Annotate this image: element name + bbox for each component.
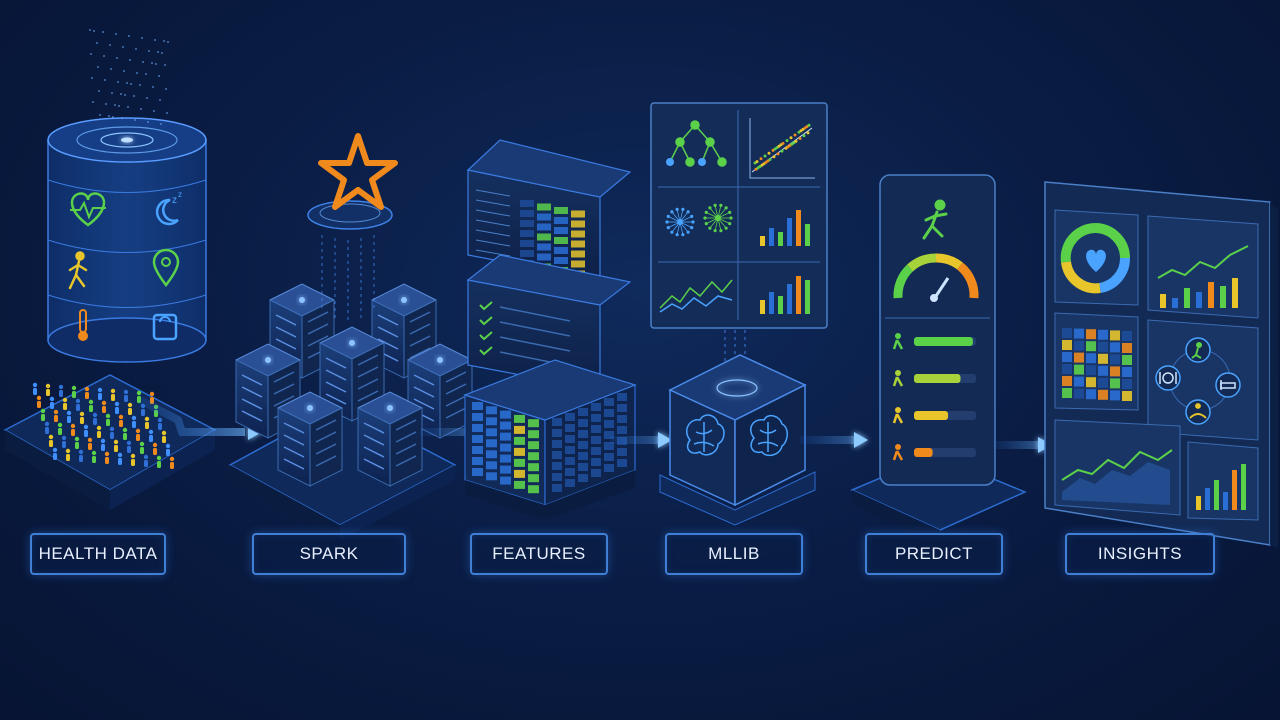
svg-text:z: z	[172, 195, 177, 206]
heatmap	[1062, 328, 1132, 401]
running-icon	[1191, 342, 1202, 359]
stage-label-features: FEATURES	[470, 533, 608, 575]
thermometer-icon	[78, 309, 88, 341]
stage-label-mllib: MLLIB	[665, 533, 803, 575]
feature-matrix	[472, 393, 627, 494]
population-people-icons	[32, 382, 175, 469]
data-particles	[89, 29, 169, 125]
sleep-moon-icon: z z	[155, 190, 182, 226]
bar-chart-icon-2	[760, 276, 810, 314]
data-cylinder	[47, 139, 207, 341]
decision-tree-icon	[666, 120, 727, 167]
star-icon	[318, 133, 398, 210]
heart-rate-icon	[70, 192, 106, 227]
stage-label-predict: PREDICT	[865, 533, 1003, 575]
prediction-panel	[879, 174, 996, 486]
meditation-icon	[1189, 403, 1207, 419]
scatter-plot-icon	[749, 118, 815, 179]
bar-chart-icon	[760, 210, 810, 246]
running-person-icon	[922, 199, 948, 240]
feature-table-panel	[466, 139, 632, 281]
features-stage	[463, 139, 637, 520]
stage-label-insights: INSIGHTS	[1065, 533, 1215, 575]
location-pin-icon	[152, 248, 180, 288]
weight-scale-icon	[152, 313, 178, 341]
bar-chart	[1196, 464, 1246, 510]
brain-icon	[686, 414, 725, 456]
gauge-icon	[893, 253, 979, 302]
model-charts-panel	[650, 102, 828, 329]
food-icon	[1159, 372, 1177, 384]
predict-stage	[850, 174, 1027, 545]
svg-text:z: z	[178, 190, 182, 199]
stage-label-health-data: HEALTH DATA	[30, 533, 166, 575]
bed-icon	[1220, 380, 1236, 390]
flow-arrow-3	[610, 432, 672, 448]
brain-icon-2	[750, 414, 788, 457]
insights-stage	[1044, 181, 1278, 548]
risk-levels	[892, 333, 976, 461]
area-chart	[1061, 449, 1173, 505]
lifestyle-icons	[1155, 337, 1241, 425]
stage-label-spark: SPARK	[252, 533, 406, 575]
mllib-stage	[650, 102, 828, 526]
cluster-icon	[665, 203, 733, 237]
spark-stage	[228, 133, 474, 540]
health-data-stage: z z	[3, 29, 217, 510]
heart-donut-icon	[1060, 223, 1131, 294]
flow-arrow-5	[995, 437, 1052, 453]
walking-person-icon	[68, 251, 88, 290]
flow-arrow-4	[800, 432, 868, 448]
trend-chart	[1157, 245, 1249, 308]
server-cluster	[234, 283, 474, 487]
line-chart-icon	[659, 279, 733, 313]
